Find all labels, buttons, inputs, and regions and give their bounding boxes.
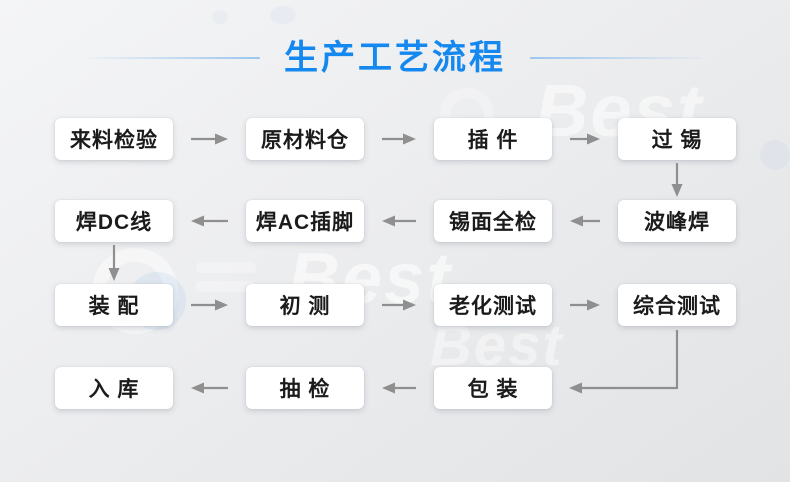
flow-node-initial-test: 初 测 [246, 284, 364, 326]
title-row: 生产工艺流程 [0, 38, 790, 79]
flow-node-tinning: 过 锡 [618, 118, 736, 160]
flow-node-incoming-inspection: 来料检验 [55, 118, 173, 160]
flow-node-assembly: 装 配 [55, 284, 173, 326]
page-title: 生产工艺流程 [284, 39, 506, 77]
flow-node-sampling-inspection: 抽 检 [246, 367, 364, 409]
title-divider-right [530, 57, 702, 60]
flow-node-tin-surface-inspection: 锡面全检 [434, 200, 552, 242]
flow-node-plug-in: 插 件 [434, 118, 552, 160]
flow-node-comprehensive-test: 综合测试 [618, 284, 736, 326]
flow-node-warehousing: 入 库 [55, 367, 173, 409]
flow-node-solder-ac-pins: 焊AC插脚 [246, 200, 364, 242]
flow-node-wave-soldering: 波峰焊 [618, 200, 736, 242]
flow-node-raw-material-warehouse: 原材料仓 [246, 118, 364, 160]
flow-node-packaging: 包 装 [434, 367, 552, 409]
flow-node-aging-test: 老化测试 [434, 284, 552, 326]
flow-node-solder-dc-wire: 焊DC线 [55, 200, 173, 242]
title-divider-left [88, 57, 260, 60]
